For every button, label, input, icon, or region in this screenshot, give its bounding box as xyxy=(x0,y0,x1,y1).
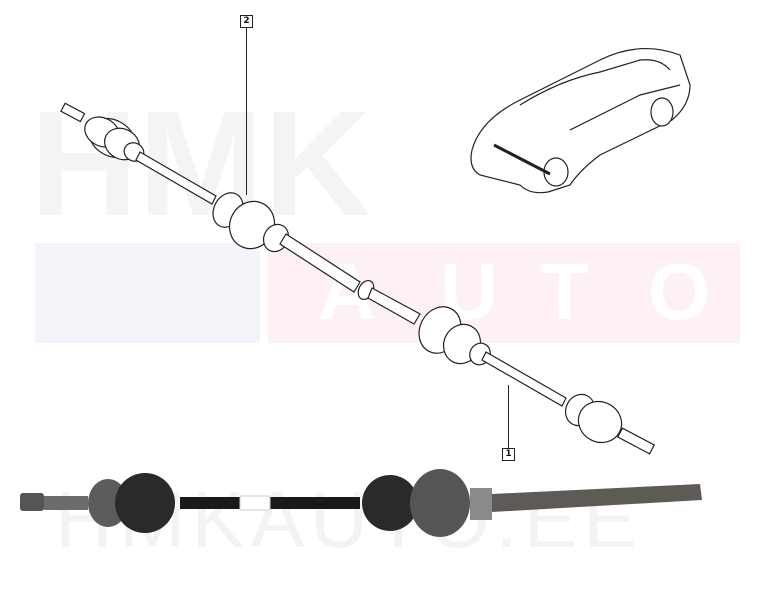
callout-2-leader xyxy=(246,27,247,195)
inner-joint-part-2 xyxy=(212,192,290,253)
watermark-auto-block xyxy=(268,243,740,343)
outer-cv-boot-right xyxy=(564,393,623,444)
vehicle-location-inset xyxy=(470,48,691,194)
watermark-letter-t: T xyxy=(540,247,589,336)
watermark-letter-h: HMK xyxy=(30,79,372,247)
outer-joint-right xyxy=(418,306,491,366)
callout-1: 1 xyxy=(502,448,515,461)
driveshaft-photo xyxy=(20,469,702,537)
callout-1-leader xyxy=(508,385,509,448)
callout-2: 2 xyxy=(240,15,253,28)
watermark-left-block xyxy=(35,243,260,343)
outer-cv-boot-left xyxy=(84,116,145,162)
watermark-letter-o: O xyxy=(648,247,711,336)
